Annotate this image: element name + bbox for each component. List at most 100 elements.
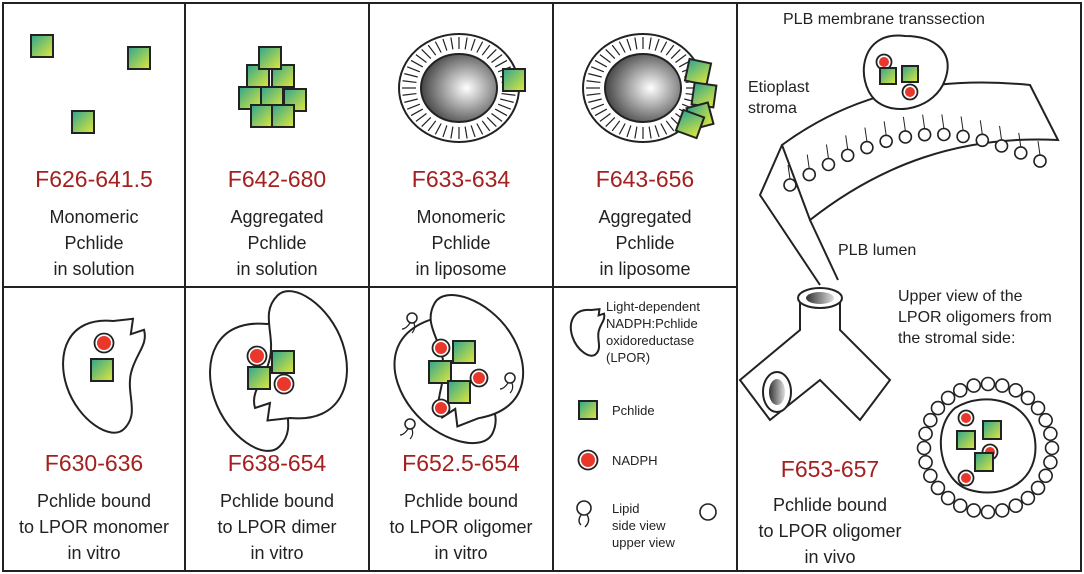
lipid-head bbox=[406, 312, 418, 324]
desc-line: Monomeric bbox=[49, 207, 139, 227]
pchlide-square bbox=[258, 46, 282, 70]
liposome-monomer-lipid-tail bbox=[421, 117, 432, 127]
lipid-head bbox=[994, 503, 1010, 518]
upper-line: the stromal side: bbox=[898, 330, 1016, 347]
nadph-dot bbox=[961, 413, 971, 423]
tube-hole-left bbox=[769, 379, 785, 405]
lipid-head bbox=[1038, 468, 1053, 484]
legend-lipid-tail bbox=[578, 514, 590, 528]
lipid-tail bbox=[941, 114, 945, 129]
legend-line: side view bbox=[612, 518, 666, 533]
pchlide-square-shape bbox=[578, 400, 598, 420]
lipid-head bbox=[576, 500, 592, 516]
stroma-label: Etioplast stroma bbox=[748, 77, 809, 119]
lipid-tail bbox=[902, 116, 906, 132]
liposome-aggregated-lipid-tail bbox=[654, 38, 660, 51]
liposome-monomer-lipid-tail bbox=[410, 108, 424, 117]
pchlide-square bbox=[683, 57, 713, 87]
liposome-monomer-lipid-tail bbox=[415, 54, 427, 63]
plb-tube bbox=[738, 300, 892, 422]
liposome-aggregated-lipid-tail bbox=[675, 54, 687, 63]
desc-line: Pchlide bound bbox=[219, 491, 335, 511]
liposome-monomer-lipid-tail bbox=[450, 37, 454, 50]
panel-description: Monomeric Pchlide in solution bbox=[2, 204, 186, 282]
desc-line: to LPOR monomer bbox=[18, 517, 170, 537]
desc-line: in vitro bbox=[67, 543, 121, 563]
tube-hole-top bbox=[806, 292, 834, 304]
liposome-monomer-lipid-tail bbox=[476, 41, 484, 53]
legend-lpor-label: Light-dependent NADPH:Pchlide oxidoreduc… bbox=[606, 298, 700, 366]
lipid-head bbox=[860, 140, 874, 155]
desc-line: Pchlide bbox=[247, 233, 307, 253]
liposome-monomer-lipid-tail bbox=[442, 38, 448, 51]
desc-line: in liposome bbox=[415, 259, 507, 279]
panel-description: Pchlide bound to LPOR oligomer in vitro bbox=[368, 488, 554, 566]
lipid-head bbox=[1043, 454, 1058, 470]
liposome-monomer-lipid-tail bbox=[497, 103, 512, 110]
pchlide-square bbox=[901, 65, 919, 83]
pchlide-square-shape bbox=[127, 46, 151, 70]
lipid-head bbox=[980, 376, 996, 392]
liposome-monomer-lipid-tail bbox=[406, 103, 421, 110]
legend-line: upper view bbox=[612, 535, 675, 550]
pchlide-square bbox=[447, 380, 471, 404]
lipid-head bbox=[504, 372, 516, 384]
nadph-dot bbox=[435, 342, 447, 354]
lipid-head bbox=[1008, 383, 1024, 398]
pchlide-square-shape bbox=[982, 420, 1002, 440]
plb-edge bbox=[809, 219, 839, 281]
lipid-head bbox=[821, 157, 836, 172]
lipid-head bbox=[1020, 390, 1036, 406]
legend-pchlide-label: Pchlide bbox=[612, 403, 655, 418]
lipid-head bbox=[1008, 498, 1024, 513]
desc-line: in vivo bbox=[804, 547, 856, 567]
lipid-tail bbox=[1018, 132, 1022, 148]
lipid-tail bbox=[399, 428, 414, 440]
panel-code: F643-656 bbox=[595, 166, 695, 192]
liposome-aggregated-lipid-tail bbox=[665, 44, 675, 56]
desc-line: to LPOR oligomer bbox=[389, 517, 533, 537]
lipid-tail bbox=[499, 382, 514, 394]
pchlide-square-shape bbox=[447, 380, 471, 404]
liposome-aggregated-lipid-tail bbox=[611, 44, 621, 56]
pchlide-square bbox=[250, 104, 274, 128]
lipid-head bbox=[918, 454, 933, 470]
nadph-dot bbox=[473, 372, 485, 384]
lipid-tail bbox=[825, 144, 829, 159]
lipid-tail bbox=[401, 322, 416, 334]
liposome-aggregated-lipid-tail bbox=[626, 38, 632, 51]
lipid-head bbox=[916, 440, 932, 456]
liposome-monomer-lipid-tail bbox=[421, 49, 432, 59]
liposome-monomer-lipid-tail bbox=[501, 92, 516, 96]
pchlide-square bbox=[127, 46, 151, 70]
liposome-aggregated-lipid-tail bbox=[588, 73, 602, 78]
pchlide-square-shape bbox=[502, 68, 526, 92]
liposome-aggregated-lipid-tail bbox=[594, 59, 608, 68]
liposome-aggregated-lipid-tail bbox=[654, 125, 660, 138]
nadph-dot bbox=[97, 336, 111, 350]
panel-code: F638-654 bbox=[227, 450, 327, 476]
liposome-monomer-lipid-tail bbox=[486, 117, 497, 127]
nadph-dot bbox=[581, 453, 595, 467]
pchlide-square-shape bbox=[30, 34, 54, 58]
lipid-head bbox=[1030, 480, 1046, 496]
liposome-monomer-lipid-tail bbox=[491, 54, 503, 63]
upper-view-label: Upper view of the LPOR oligomers from th… bbox=[898, 286, 1052, 349]
panel-code: F633-634 bbox=[411, 166, 511, 192]
panel-code: F642-680 bbox=[227, 166, 327, 192]
desc-line: Pchlide bbox=[431, 233, 491, 253]
desc-line: Pchlide bbox=[64, 233, 124, 253]
upper-line: LPOR oligomers from bbox=[898, 309, 1052, 326]
lipid-head bbox=[966, 378, 982, 393]
liposome-monomer-lipid-tail bbox=[410, 59, 424, 68]
pchlide-square-shape bbox=[271, 350, 295, 374]
nadph-dot bbox=[905, 87, 915, 97]
lipid-head bbox=[1020, 490, 1036, 506]
lipid-head bbox=[898, 130, 913, 144]
pchlide-square-shape bbox=[901, 65, 919, 83]
liposome-monomer-lipid-tail bbox=[476, 123, 484, 135]
legend-lipid-label: Lipid side view upper view bbox=[612, 500, 675, 551]
lipid-head bbox=[917, 127, 932, 142]
liposome-monomer-lipid-tail bbox=[427, 44, 437, 56]
liposome-monomer-lipid-tail bbox=[464, 37, 468, 50]
